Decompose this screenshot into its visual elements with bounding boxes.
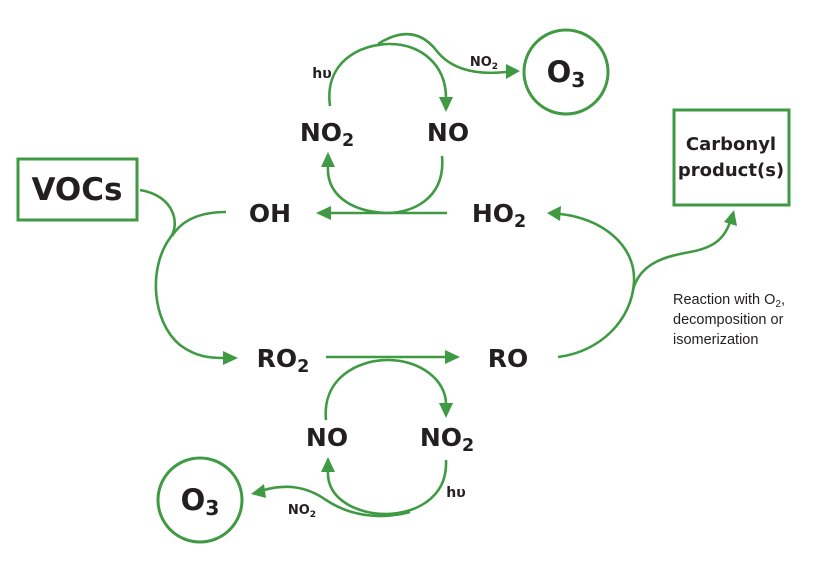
no2-bottom-arrow-label: NO2 xyxy=(288,503,316,520)
ro-label: RO xyxy=(488,344,529,373)
carbonyl-box xyxy=(672,108,791,207)
reaction-note-tail: , xyxy=(781,292,785,308)
arrow-vocs-to-ro2 xyxy=(139,188,225,360)
arrowhead-top-no xyxy=(439,97,453,112)
ho2-label: HO2 xyxy=(472,199,526,232)
arrow-bottom-to-o3 xyxy=(263,485,411,518)
arrows xyxy=(139,32,737,518)
hv-top-label: hυ xyxy=(312,66,331,82)
arrow-oh-branch xyxy=(170,210,227,237)
top-no2-main: NO xyxy=(300,118,342,147)
bottom-no2-sub: 2 xyxy=(462,436,474,456)
arrowhead-top-no2 xyxy=(321,152,335,167)
ro2-sub: 2 xyxy=(297,357,309,377)
reaction-note-line2: decomposition or xyxy=(673,312,784,328)
arrowhead-oh xyxy=(316,206,331,220)
bottom-no-label: NO xyxy=(306,423,348,452)
vocs-label: VOCs xyxy=(31,172,122,208)
arrowhead-ro2 xyxy=(223,351,238,365)
reaction-note-line3: isomerization xyxy=(673,332,758,348)
bottom-no2-label: NO2 xyxy=(420,423,474,456)
arrow-top-to-o3 xyxy=(377,32,507,75)
o3-top-sub: 3 xyxy=(571,68,585,92)
ro2-main: RO xyxy=(257,344,298,373)
top-no-label: NO xyxy=(427,118,469,147)
no2-top-arrow-sub: 2 xyxy=(492,62,498,72)
arrowhead-carbonyl xyxy=(724,210,737,226)
bottom-no2-main: NO xyxy=(420,423,462,452)
arrow-top-no-to-no2 xyxy=(326,155,444,215)
hv-bottom-label: hυ xyxy=(446,485,465,501)
arrowhead-o3-bottom xyxy=(251,484,266,498)
no2-bottom-arrow-sub: 2 xyxy=(310,510,316,520)
reaction-note-main: Reaction with O xyxy=(673,292,775,308)
arrow-top-no2-to-no xyxy=(328,42,448,107)
o3-bottom-circle xyxy=(156,456,244,544)
arrow-to-carbonyl xyxy=(631,221,732,291)
arrow-bottom-no-to-no2 xyxy=(324,358,448,421)
reaction-note-line1: Reaction with O2, xyxy=(673,292,785,310)
o3-top-label: O3 xyxy=(547,55,586,92)
arrowhead-o3-top xyxy=(506,64,520,79)
arrow-bottom-no2-to-no xyxy=(326,459,448,516)
ho2-main: HO xyxy=(472,199,514,228)
vocs-box xyxy=(16,157,139,222)
arrowhead-bottom-no2 xyxy=(439,403,453,418)
oh-label: OH xyxy=(249,199,291,228)
no2-top-arrow-main: NO xyxy=(470,55,492,70)
o3-top-circle xyxy=(522,28,610,116)
no2-top-arrow-label: NO2 xyxy=(470,55,498,72)
carbonyl-line1: Carbonyl xyxy=(686,134,776,155)
reaction-note-sub: 2 xyxy=(775,299,781,310)
ho2-sub: 2 xyxy=(514,212,526,232)
arrowhead-bottom-no xyxy=(321,457,335,472)
top-no2-label: NO2 xyxy=(300,118,354,151)
ro2-label: RO2 xyxy=(257,344,310,377)
o3-bottom-main: O xyxy=(181,483,206,517)
o3-bottom-sub: 3 xyxy=(205,496,219,520)
carbonyl-line2: product(s) xyxy=(678,160,784,181)
arrowhead-ho2 xyxy=(547,206,561,221)
o3-bottom-label: O3 xyxy=(181,483,220,520)
arrowhead-ro xyxy=(445,350,460,364)
no2-bottom-arrow-main: NO xyxy=(288,503,310,518)
top-no2-sub: 2 xyxy=(342,131,354,151)
o3-top-main: O xyxy=(547,55,572,89)
arrow-ro-to-ho2 xyxy=(557,212,636,359)
